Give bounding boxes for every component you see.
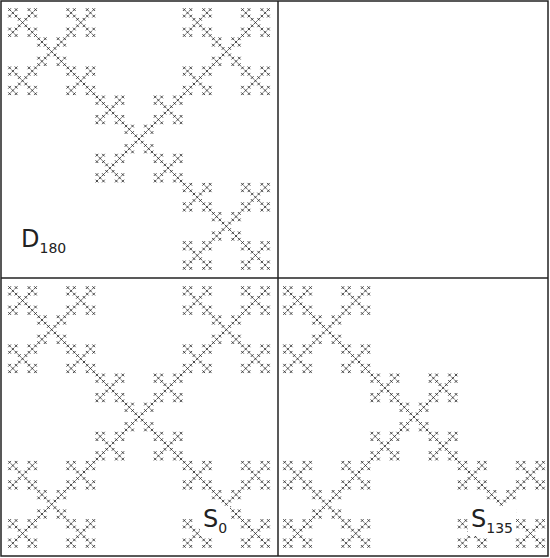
label-letter: S xyxy=(203,505,218,533)
panel-label: D180 xyxy=(18,226,69,256)
fractal-pattern xyxy=(283,286,544,547)
fractal-panel: S135 xyxy=(278,278,550,556)
fractal-pattern xyxy=(8,8,269,269)
divider-line xyxy=(1,277,548,279)
fractal-pattern xyxy=(8,286,269,547)
panel-label: S0 xyxy=(200,506,230,536)
fractal-panel: D180 xyxy=(0,0,278,278)
label-letter: D xyxy=(21,225,39,253)
label-subscript: 180 xyxy=(39,240,66,256)
panel-label: S135 xyxy=(468,506,516,536)
label-letter: S xyxy=(471,505,486,533)
label-subscript: 0 xyxy=(218,520,227,536)
label-subscript: 135 xyxy=(486,520,513,536)
fractal-panel: S0 xyxy=(0,278,278,556)
